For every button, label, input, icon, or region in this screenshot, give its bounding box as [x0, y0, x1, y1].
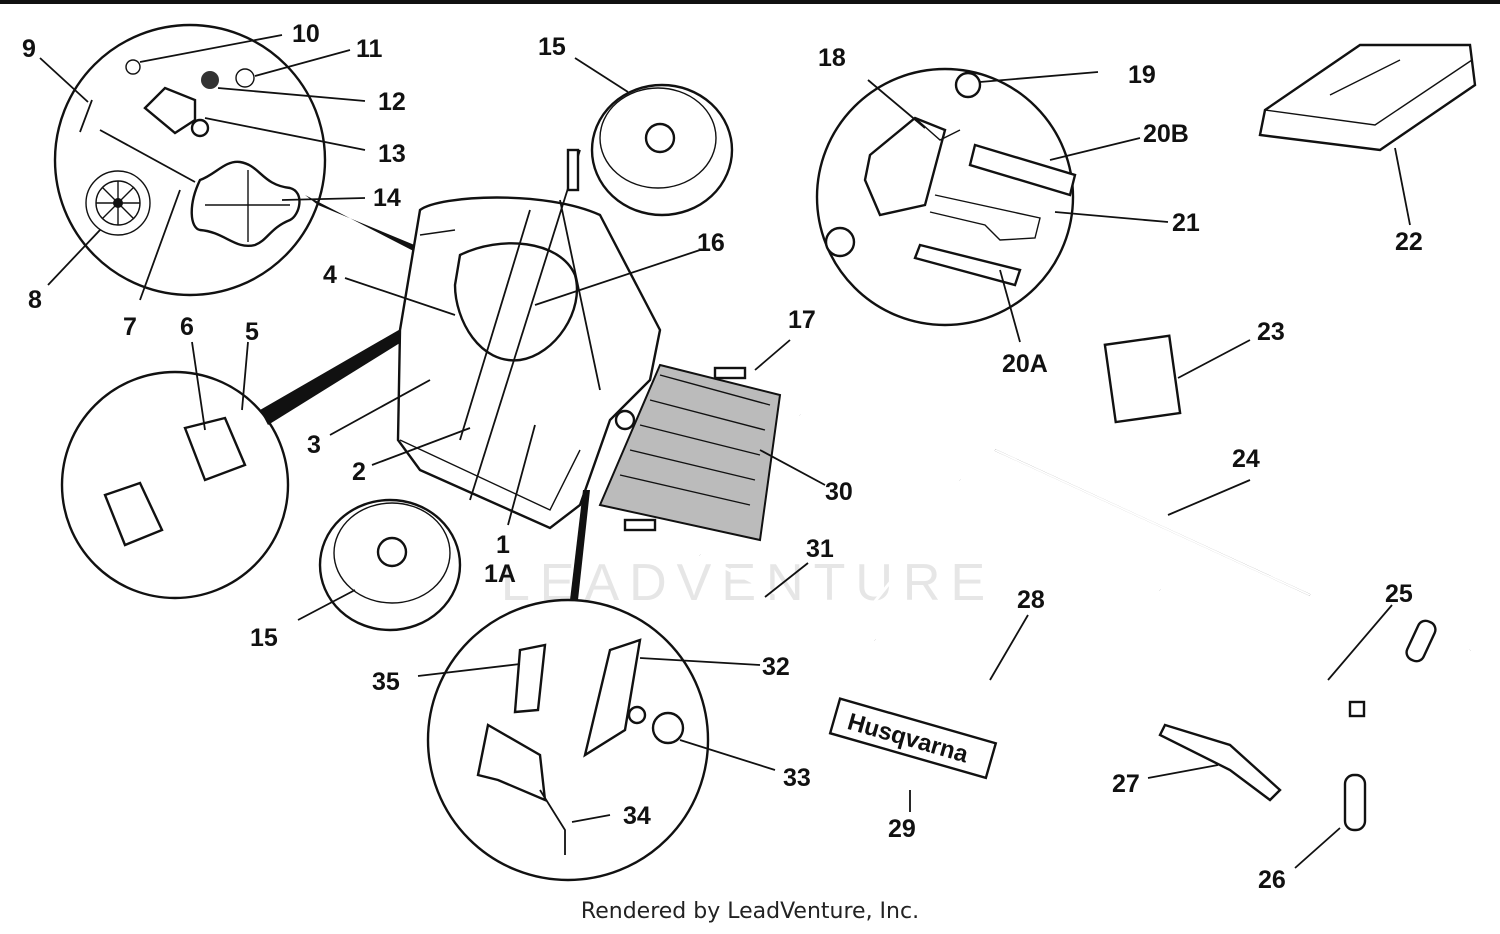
grips	[1294, 619, 1437, 869]
callout-33: 33	[783, 764, 811, 792]
callout-18: 18	[818, 44, 846, 72]
mower-body	[329, 148, 701, 530]
handle-assembly	[874, 449, 1472, 836]
callout-3: 3	[307, 431, 321, 459]
callout-31: 31	[806, 535, 834, 563]
detail-circle-left	[60, 312, 440, 600]
callout-23: 23	[1257, 318, 1285, 346]
cover-part	[1258, 43, 1477, 226]
callout-6: 6	[180, 313, 194, 341]
callout-26: 26	[1258, 866, 1286, 894]
callout-1a: 1A	[484, 560, 516, 588]
bracket-part	[1147, 723, 1282, 802]
detail-circle-right	[815, 67, 1169, 343]
wheel-top	[574, 57, 734, 217]
decal-part	[1103, 334, 1251, 424]
callout-19: 19	[1128, 61, 1156, 89]
detail-circle-top-left	[39, 23, 470, 301]
callout-32: 32	[762, 653, 790, 681]
callout-35: 35	[372, 668, 400, 696]
callout-2: 2	[352, 458, 366, 486]
callout-15-bottom: 15	[250, 624, 278, 652]
callout-20a: 20A	[1002, 350, 1048, 378]
callout-1: 1	[496, 531, 510, 559]
callout-10: 10	[292, 20, 320, 48]
grass-catcher	[598, 339, 945, 626]
callout-9: 9	[22, 35, 36, 63]
callout-15-top: 15	[538, 33, 566, 61]
callout-22: 22	[1395, 228, 1423, 256]
callout-16: 16	[697, 229, 725, 257]
callout-24: 24	[1232, 445, 1260, 473]
callout-25: 25	[1385, 580, 1413, 608]
callout-5: 5	[245, 318, 259, 346]
brand-decal: Husqvarna	[828, 697, 998, 812]
callout-28: 28	[1017, 586, 1045, 614]
callout-13: 13	[378, 140, 406, 168]
top-border	[0, 0, 1500, 4]
wheel-bottom	[297, 498, 462, 632]
callout-17: 17	[788, 306, 816, 334]
callout-29: 29	[888, 815, 916, 843]
callout-11: 11	[356, 35, 383, 63]
callout-21: 21	[1172, 209, 1200, 237]
callout-8: 8	[28, 286, 42, 314]
callout-7: 7	[123, 313, 137, 341]
detail-circle-bottom	[417, 490, 776, 882]
callout-14: 14	[373, 184, 401, 212]
callout-labels: 1 1A 2 3 4 5 6 7 8 9 10 11 12 13 14 15 1…	[22, 20, 1423, 894]
callout-12: 12	[378, 88, 406, 116]
callout-30: 30	[825, 478, 853, 506]
callout-27: 27	[1112, 770, 1140, 798]
callout-34: 34	[623, 802, 651, 830]
callout-4: 4	[323, 261, 337, 289]
callout-20b: 20B	[1143, 120, 1189, 148]
footer-credit: Rendered by LeadVenture, Inc.	[580, 899, 920, 924]
